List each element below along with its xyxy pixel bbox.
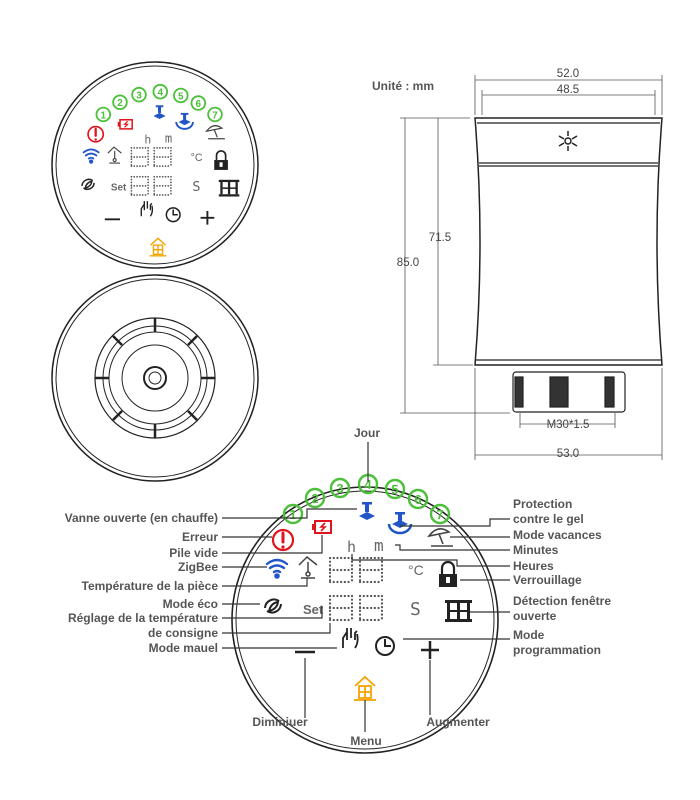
minutes-glyph: m: [374, 536, 384, 555]
room-temperature-icon: [298, 555, 318, 579]
celsius-glyph: °C: [408, 562, 424, 578]
sun-icon: [558, 131, 578, 151]
battery-empty-icon: [312, 520, 332, 534]
dim-inner-width: 48.5: [557, 84, 579, 96]
svg-text:1: 1: [289, 507, 296, 522]
label-room-temperature: Température de la pièce: [82, 579, 219, 593]
seconds-glyph: S: [410, 599, 421, 620]
leader-lines: [222, 442, 510, 732]
svg-text:5: 5: [391, 482, 398, 497]
dim-base-width: 53.0: [557, 448, 579, 460]
label-program-line1: Mode: [513, 628, 545, 642]
label-vacation: Mode vacances: [513, 528, 602, 542]
digit-display: [328, 556, 384, 622]
label-lock: Verrouillage: [513, 573, 582, 587]
label-increase: Augmenter: [426, 715, 490, 729]
vacation-mode-icon: [427, 528, 453, 547]
front-display-annotated: 1 2 3 4 5 6 7: [65, 426, 611, 754]
label-battery-empty: Pile vide: [169, 546, 218, 560]
label-window-line2: ouverte: [513, 609, 557, 623]
label-window-line1: Détection fenêtre: [513, 594, 611, 608]
label-manual-mode: Mode mauel: [149, 641, 218, 655]
label-setpoint-line2: de consigne: [148, 626, 218, 640]
label-menu: Menu: [350, 734, 381, 748]
left-labels: Vanne ouverte (en chauffe) Erreur Pile v…: [65, 511, 219, 655]
plus-icon: [421, 641, 439, 659]
dim-body-height: 71.5: [429, 232, 451, 244]
svg-text:6: 6: [414, 492, 421, 507]
lock-icon: [439, 560, 457, 587]
thread-nut: [512, 371, 626, 413]
frost-protection-icon: [387, 512, 413, 535]
day-3: 3: [329, 477, 351, 499]
day-1: 1: [282, 503, 304, 525]
valve-open-icon: [359, 502, 375, 520]
clock-icon: [375, 636, 395, 656]
dim-total-height: 85.0: [397, 257, 419, 269]
svg-text:4: 4: [364, 477, 372, 492]
label-zigbee: ZigBee: [178, 560, 218, 574]
dim-top-width: 52.0: [557, 68, 579, 80]
day-7: 7: [429, 503, 451, 525]
day-5: 5: [384, 478, 406, 500]
zigbee-icon: [265, 558, 289, 579]
day-numbers: 1 2 3 4 5 6 7: [282, 473, 451, 525]
day-2: 2: [304, 487, 326, 509]
label-eco-mode: Mode éco: [163, 597, 218, 611]
bottom-view: [51, 274, 259, 482]
dim-thread: M30*1.5: [547, 419, 590, 431]
day-6: 6: [407, 488, 429, 510]
unit-label: Unité : mm: [372, 79, 434, 93]
label-frost-line1: Protection: [513, 497, 572, 511]
label-decrease: Diminiuer: [252, 715, 308, 729]
front-display-small: [51, 61, 259, 269]
label-valve-open: Vanne ouverte (en chauffe): [65, 511, 218, 525]
label-program-line2: programmation: [513, 643, 601, 657]
label-minutes: Minutes: [513, 543, 559, 557]
label-jour: Jour: [354, 426, 380, 440]
hours-glyph: h: [347, 538, 356, 556]
window-open-icon: [445, 600, 472, 622]
right-labels: Protection contre le gel Mode vacances M…: [513, 497, 611, 657]
svg-text:7: 7: [436, 507, 443, 522]
label-frost-line2: contre le gel: [513, 512, 584, 526]
error-icon: [271, 528, 295, 552]
eco-mode-icon: [264, 598, 282, 614]
manual-mode-icon: [342, 628, 359, 649]
display-icons-large: 1 2 3 4 5 6 7: [264, 473, 472, 701]
svg-text:3: 3: [336, 481, 343, 496]
label-error: Erreur: [182, 530, 218, 544]
label-hours: Heures: [513, 559, 554, 573]
set-glyph: Set: [303, 602, 324, 617]
side-view: Unité : mm 52.0 48.5 85.0 71.5 M30*1.5 5…: [372, 68, 663, 460]
label-setpoint-line1: Réglage de la température: [68, 611, 218, 625]
svg-text:2: 2: [311, 491, 318, 506]
